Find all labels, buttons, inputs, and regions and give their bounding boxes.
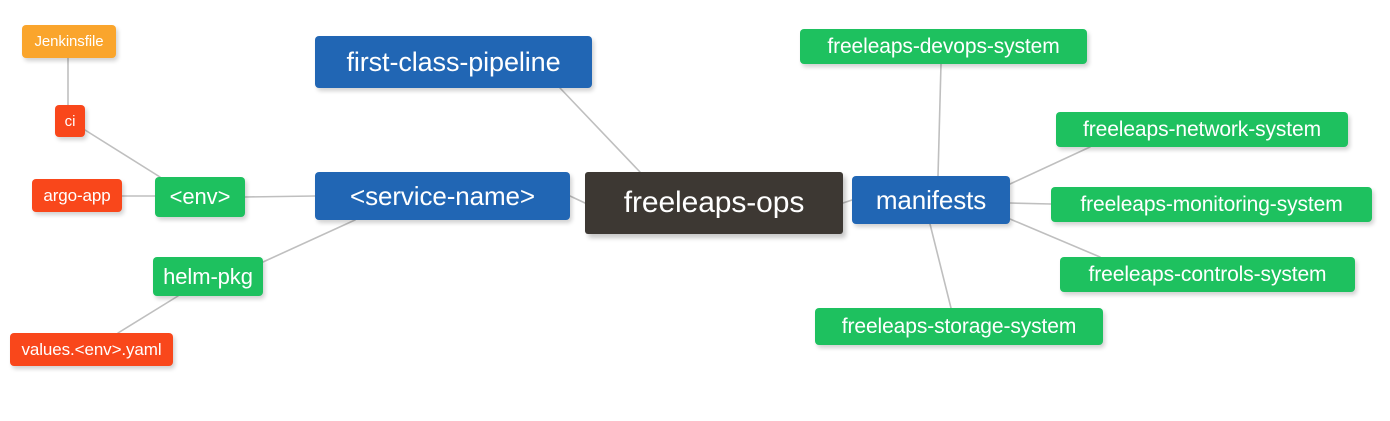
node-manifests[interactable]: manifests (852, 176, 1010, 224)
edge-manifests-to-freeleaps-network-system (1009, 146, 1091, 185)
node-jenkinsfile[interactable]: Jenkinsfile (22, 25, 116, 58)
edge-service-name-to-helm-pkg (262, 219, 356, 263)
node-values-env-yaml[interactable]: values.<env>.yaml (10, 333, 173, 366)
node-helm-pkg[interactable]: helm-pkg (153, 257, 263, 296)
edge-freeleaps-ops-to-first-class-pipeline (559, 87, 641, 173)
node-ci[interactable]: ci (55, 105, 85, 137)
edge-manifests-to-freeleaps-devops-system (937, 63, 942, 177)
edge-manifests-to-freeleaps-storage-system (929, 223, 952, 309)
node-freeleaps-monitoring-system[interactable]: freeleaps-monitoring-system (1051, 187, 1372, 222)
node-service-name[interactable]: <service-name> (315, 172, 570, 220)
edge-manifests-to-freeleaps-controls-system (1009, 218, 1101, 258)
node-freeleaps-controls-system[interactable]: freeleaps-controls-system (1060, 257, 1355, 292)
node-env[interactable]: <env> (155, 177, 245, 217)
node-freeleaps-storage-system[interactable]: freeleaps-storage-system (815, 308, 1103, 345)
node-freeleaps-network-system[interactable]: freeleaps-network-system (1056, 112, 1348, 147)
edge-helm-pkg-to-values-env-yaml (117, 295, 179, 334)
node-argo-app[interactable]: argo-app (32, 179, 122, 212)
edge-freeleaps-ops-to-service-name (569, 195, 586, 204)
node-first-class-pipeline[interactable]: first-class-pipeline (315, 36, 592, 88)
edge-env-to-ci (84, 129, 161, 178)
edge-service-name-to-env (244, 195, 316, 198)
edge-freeleaps-ops-to-manifests (842, 199, 853, 204)
edge-manifests-to-freeleaps-monitoring-system (1009, 202, 1052, 205)
node-freeleaps-devops-system[interactable]: freeleaps-devops-system (800, 29, 1087, 64)
node-freeleaps-ops[interactable]: freeleaps-ops (585, 172, 843, 234)
